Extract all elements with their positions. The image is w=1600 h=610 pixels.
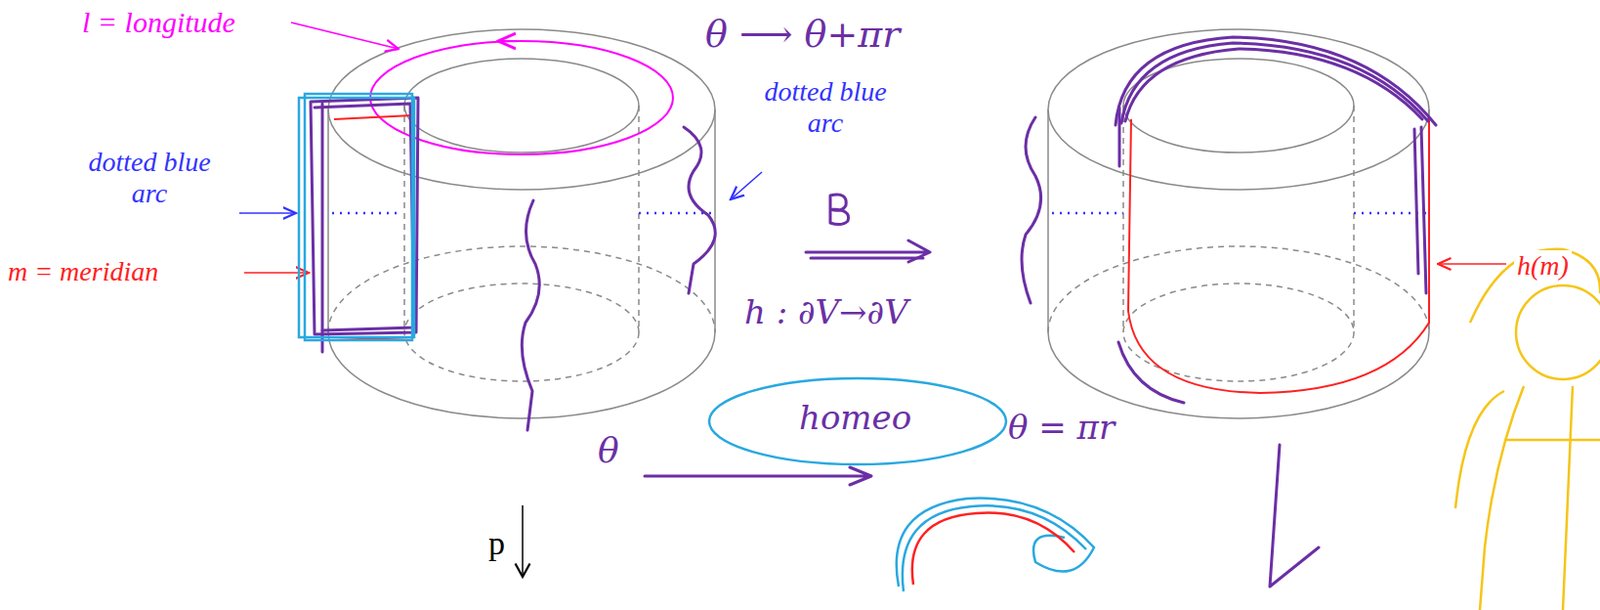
arc-label: dotted blue arc [752, 76, 899, 139]
longitude-label: l = longitude [82, 5, 236, 41]
handwritten-note: θ = πr [1008, 408, 1115, 447]
handwritten-note: θ [597, 429, 620, 470]
handwritten-note: homeo [799, 398, 912, 437]
image-label: h(m) [1514, 250, 1572, 282]
meridian-label: m = meridian [7, 255, 159, 288]
handwritten-note: h : ∂V→∂V [744, 293, 909, 332]
handwritten-note: θ ⟶ θ+πr [705, 13, 900, 57]
map-label: p [488, 523, 506, 562]
arc-label: dotted blue arc [76, 146, 223, 210]
